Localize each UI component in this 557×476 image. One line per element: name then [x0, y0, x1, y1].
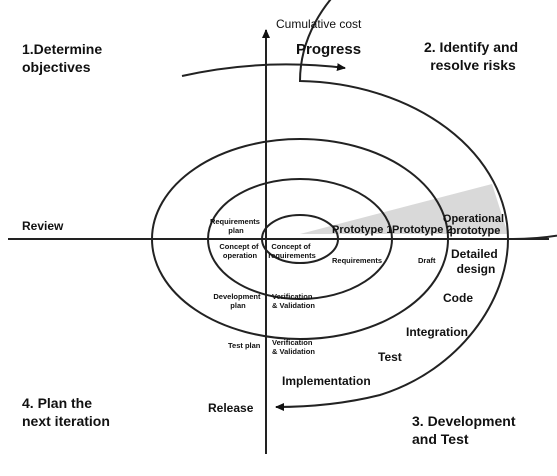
verification-validation-2-label: Verification & Validation: [272, 338, 315, 356]
release-label: Release: [208, 401, 254, 415]
quadrant-3-title: 3. Development and Test: [412, 413, 519, 447]
test-plan-label: Test plan: [228, 341, 261, 350]
prototype-2-label: Prototype 2: [392, 224, 453, 236]
concept-of-requirements-label: Concept of requirements: [268, 242, 316, 260]
progress-label: Progress: [296, 41, 361, 58]
requirements-label: Requirements: [332, 256, 382, 265]
development-plan-label: Development plan: [213, 292, 262, 310]
test-label: Test: [378, 350, 402, 364]
integration-label: Integration: [406, 325, 468, 339]
verification-validation-1-label: Verification & Validation: [272, 292, 315, 310]
concept-of-operation-label: Concept of operation: [219, 242, 260, 260]
progress-arrow: [181, 63, 346, 77]
quadrant-1-title: 1.Determine objectives: [22, 41, 106, 75]
cumulative-cost-label: Cumulative cost: [276, 17, 362, 31]
quadrant-2-title: 2. Identify and resolve risks: [424, 39, 522, 73]
requirements-plan-label: Requirements plan: [210, 217, 262, 235]
implementation-label: Implementation: [282, 374, 371, 388]
prototype-1-label: Prototype 1: [332, 224, 393, 236]
risk-analysis-wedge: [300, 184, 508, 234]
operational-prototype-label: Operational prototype: [443, 213, 507, 237]
detailed-design-label: Detailed design: [451, 247, 501, 276]
code-label: Code: [443, 291, 473, 305]
draft-label: Draft: [418, 256, 436, 265]
spiral-loop-outer: [275, 0, 557, 411]
review-label: Review: [22, 219, 64, 233]
quadrant-4-title: 4. Plan the next iteration: [22, 395, 110, 429]
